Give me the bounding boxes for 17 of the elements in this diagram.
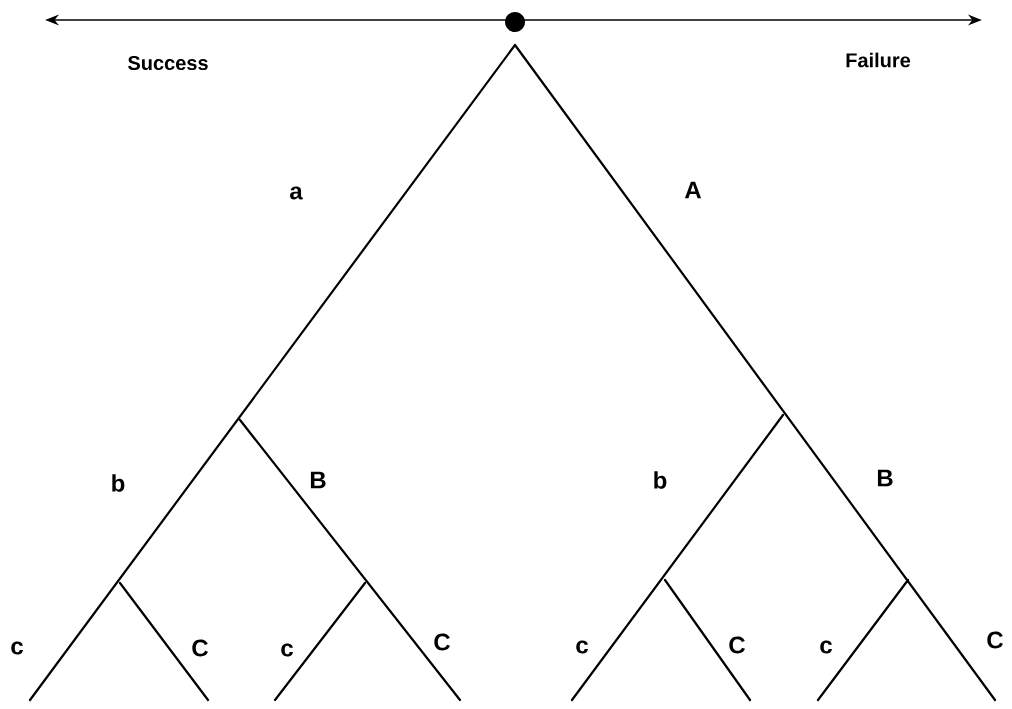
- branch-label: A: [684, 181, 702, 199]
- branch-label: C: [987, 631, 1003, 649]
- branch-label: B: [877, 469, 893, 487]
- branch-label: a: [290, 186, 303, 200]
- branch-label: B: [310, 471, 326, 489]
- branch-label: c: [576, 640, 588, 654]
- branch-label: c: [820, 640, 832, 654]
- branch-label: C: [434, 633, 450, 651]
- branch-label: c: [11, 641, 23, 655]
- outcome-label: Success: [128, 55, 208, 71]
- outcome-label: Failure: [846, 52, 911, 68]
- root-dot: [505, 12, 525, 32]
- branch-label: C: [729, 636, 745, 654]
- branch-label: b: [654, 471, 667, 489]
- branch-label: C: [192, 639, 208, 657]
- branch-label: c: [281, 643, 293, 657]
- branch-label: b: [112, 474, 125, 492]
